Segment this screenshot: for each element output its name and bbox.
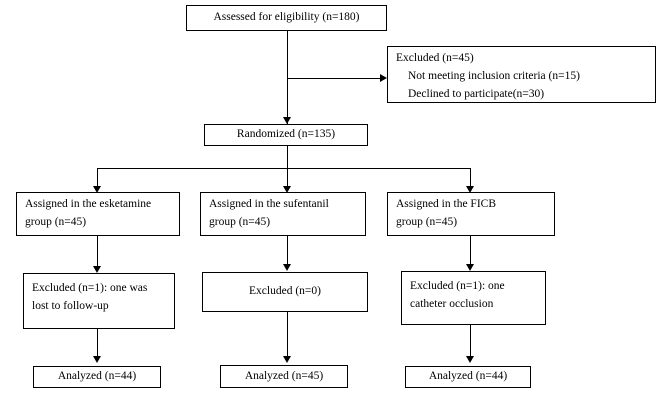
connector-g3-b	[470, 325, 471, 360]
assigned-box-ficb: Assigned in the FICB group (n=45)	[387, 192, 555, 236]
connector-branch	[97, 168, 471, 169]
connector-branch-mid	[287, 168, 288, 188]
arrow-g3-excluded	[466, 264, 474, 271]
assigned-line-2: group (n=45)	[209, 215, 271, 228]
assigned-line-2: group (n=45)	[25, 215, 87, 228]
excluded-line-1: Excluded (n=1): one	[410, 280, 505, 292]
connector-g1-b	[97, 329, 98, 360]
connector-branch-left	[97, 168, 98, 188]
excluded-box-ficb: Excluded (n=1): one catheter occlusion	[401, 271, 546, 325]
analyzed-label: Analyzed (n=44)	[428, 370, 508, 383]
arrow-to-randomized	[283, 117, 291, 124]
analyzed-box-esketamine: Analyzed (n=44)	[33, 366, 161, 388]
randomized-box: Randomized (n=135)	[204, 124, 368, 146]
arrow-to-group-3	[466, 186, 474, 193]
assigned-line-1: Assigned in the sufentanil	[209, 198, 329, 210]
connector-branch-right	[470, 168, 471, 188]
assigned-line-1: Assigned in the FICB	[396, 198, 496, 210]
excluded-line-1: Excluded (n=0)	[249, 285, 321, 298]
arrow-to-group-1	[93, 186, 101, 193]
arrow-to-excluded	[380, 74, 387, 82]
assigned-line-1: Assigned in the esketamine	[25, 198, 152, 210]
excluded-reason-2: Declined to participate(n=30)	[408, 87, 545, 100]
connector-randomized-down	[287, 146, 288, 168]
assigned-box-esketamine: Assigned in the esketamine group (n=45)	[16, 192, 180, 236]
assessed-box: Assessed for eligibility (n=180)	[186, 5, 387, 31]
arrow-to-group-2	[283, 186, 291, 193]
analyzed-box-sufentanil: Analyzed (n=45)	[220, 365, 348, 388]
analyzed-label: Analyzed (n=44)	[57, 370, 137, 383]
connector-g3-a	[470, 236, 471, 268]
connector-main-vertical	[287, 31, 288, 124]
arrow-g1-analyzed	[93, 356, 101, 363]
connector-g2-a	[287, 236, 288, 268]
arrow-g1-excluded	[93, 266, 101, 273]
excluded-reason-1: Not meeting inclusion criteria (n=15)	[408, 69, 580, 82]
excluded-main-box: Excluded (n=45) Not meeting inclusion cr…	[387, 46, 656, 103]
analyzed-label: Analyzed (n=45)	[244, 369, 324, 382]
excluded-box-sufentanil: Excluded (n=0)	[202, 272, 368, 312]
excluded-line-2: catheter occlusion	[410, 297, 494, 310]
arrow-g2-analyzed	[283, 356, 291, 363]
connector-g2-b	[287, 312, 288, 360]
connector-g1-a	[97, 236, 98, 270]
excluded-line-2: lost to follow-up	[32, 299, 109, 312]
excluded-main-title: Excluded (n=45)	[396, 52, 474, 64]
assigned-line-2: group (n=45)	[396, 215, 458, 228]
arrow-g2-excluded	[283, 264, 291, 271]
assessed-label: Assessed for eligibility (n=180)	[213, 11, 360, 24]
arrow-g3-analyzed	[466, 356, 474, 363]
excluded-box-esketamine: Excluded (n=1): one was lost to follow-u…	[23, 273, 175, 329]
connector-to-excluded	[287, 78, 380, 79]
excluded-line-1: Excluded (n=1): one was	[32, 282, 148, 294]
assigned-box-sufentanil: Assigned in the sufentanil group (n=45)	[200, 192, 366, 236]
analyzed-box-ficb: Analyzed (n=44)	[405, 366, 531, 388]
randomized-label: Randomized (n=135)	[236, 128, 336, 141]
